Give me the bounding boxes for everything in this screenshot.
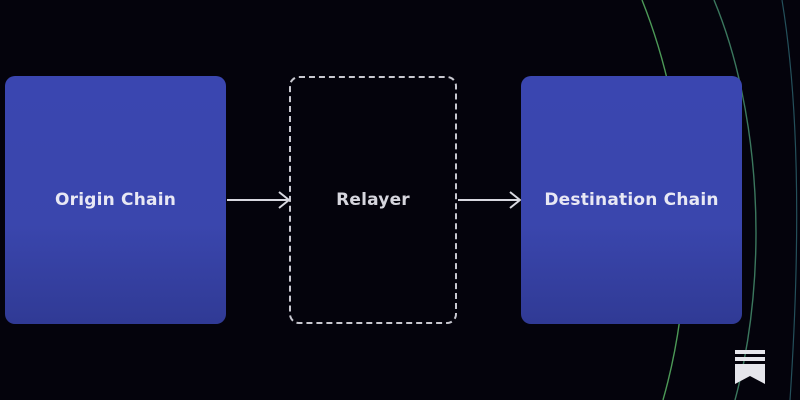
destination-chain-label: Destination Chain: [544, 190, 719, 210]
background-arc-outer: [713, 0, 757, 400]
relayer-label: Relayer: [336, 190, 410, 210]
origin-chain-label: Origin Chain: [54, 190, 177, 210]
origin-chain-node: Origin Chain: [5, 76, 226, 324]
destination-chain-node: Destination Chain: [521, 76, 742, 324]
bookmark-logo-icon: [735, 350, 765, 384]
relayer-node: Relayer: [289, 76, 457, 324]
background-arc-inner: [781, 0, 798, 400]
